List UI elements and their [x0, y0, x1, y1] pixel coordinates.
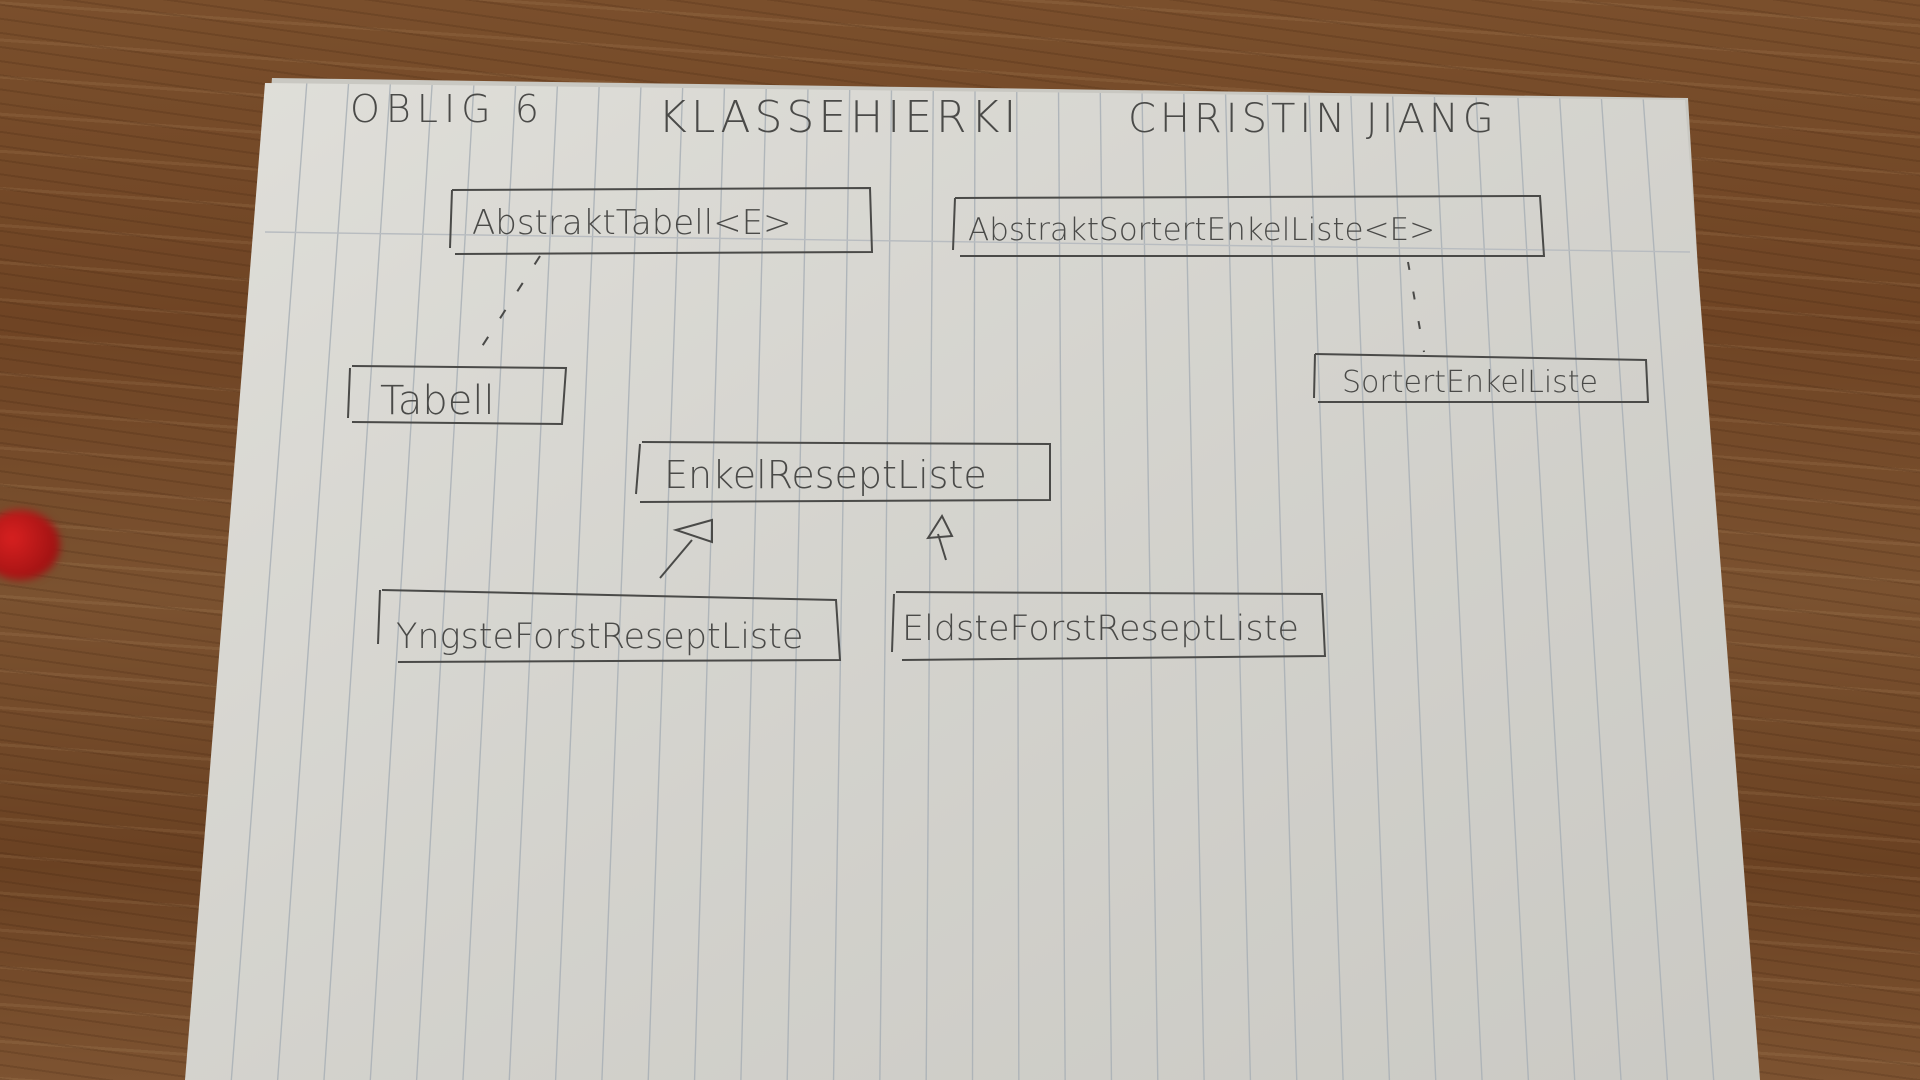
rule-line	[276, 83, 350, 1080]
inheritance-arrow-eldste	[926, 513, 954, 561]
rule-line	[369, 84, 433, 1080]
rule-line	[925, 90, 934, 1080]
class-box-abstrakt-tabell	[449, 186, 874, 255]
rule-line	[740, 88, 767, 1080]
rule-line	[508, 86, 559, 1080]
rule-line	[879, 90, 893, 1080]
class-box-enkel-resept	[635, 441, 1051, 503]
box-outline	[351, 365, 568, 426]
class-yngste: YngsteForstReseptListe	[396, 617, 803, 657]
rule-line	[462, 85, 517, 1080]
class-box-abstrakt-sortert	[952, 194, 1546, 257]
rule-line	[1141, 93, 1159, 1080]
paper-shading	[185, 83, 1760, 1080]
class-box-tabell	[347, 365, 568, 426]
class-abstrakt-tabell: AbstraktTabell<E>	[472, 203, 792, 243]
rule-line	[1600, 98, 1669, 1080]
rule-line	[1433, 96, 1483, 1080]
rule-line	[1391, 96, 1437, 1080]
class-sortert-enkel: SortertEnkelListe	[1342, 365, 1598, 400]
rule-line	[1099, 92, 1113, 1080]
box-outline	[1314, 353, 1650, 403]
dashed-link-tabell	[471, 255, 541, 363]
rule-line	[1057, 92, 1066, 1080]
rule-line	[1308, 95, 1344, 1080]
box-outline	[954, 194, 1546, 257]
rule-line	[1266, 94, 1298, 1080]
ruled-lines	[230, 83, 1715, 1080]
class-tabell: Tabell	[380, 378, 495, 424]
class-eldste: EldsteForstReseptListe	[902, 609, 1299, 649]
rule-line	[1559, 98, 1622, 1080]
rule-line	[415, 85, 475, 1080]
class-box-sortert-enkel	[1313, 353, 1650, 403]
rule-line	[693, 88, 726, 1080]
rule-line	[1350, 95, 1391, 1080]
heading-oblig: OBLIG 6	[350, 87, 545, 131]
class-box-eldste	[891, 591, 1327, 661]
rule-line	[1517, 97, 1576, 1080]
class-enkel-resept: EnkelReseptListe	[664, 453, 987, 497]
box-outline	[639, 441, 1051, 503]
rule-line	[786, 89, 809, 1080]
rule-line	[1224, 94, 1252, 1080]
inheritance-arrow-yngste	[659, 518, 713, 579]
fold-line	[264, 231, 1691, 253]
rule-line	[1475, 97, 1530, 1080]
box-outline	[451, 186, 874, 255]
box-outline	[381, 589, 842, 663]
class-box-yngste	[377, 589, 842, 663]
rule-line	[832, 89, 851, 1080]
rule-line	[1642, 99, 1715, 1080]
rule-line	[1183, 93, 1205, 1080]
heading-author: CHRISTIN JIANG	[1128, 96, 1498, 142]
box-outline	[895, 591, 1327, 661]
heading-title: KLASSEHIERKI	[658, 92, 1020, 143]
rule-line	[230, 83, 308, 1080]
rule-line	[323, 84, 391, 1080]
class-abstrakt-sortert: AbstraktSortertEnkelListe<E>	[968, 212, 1435, 248]
